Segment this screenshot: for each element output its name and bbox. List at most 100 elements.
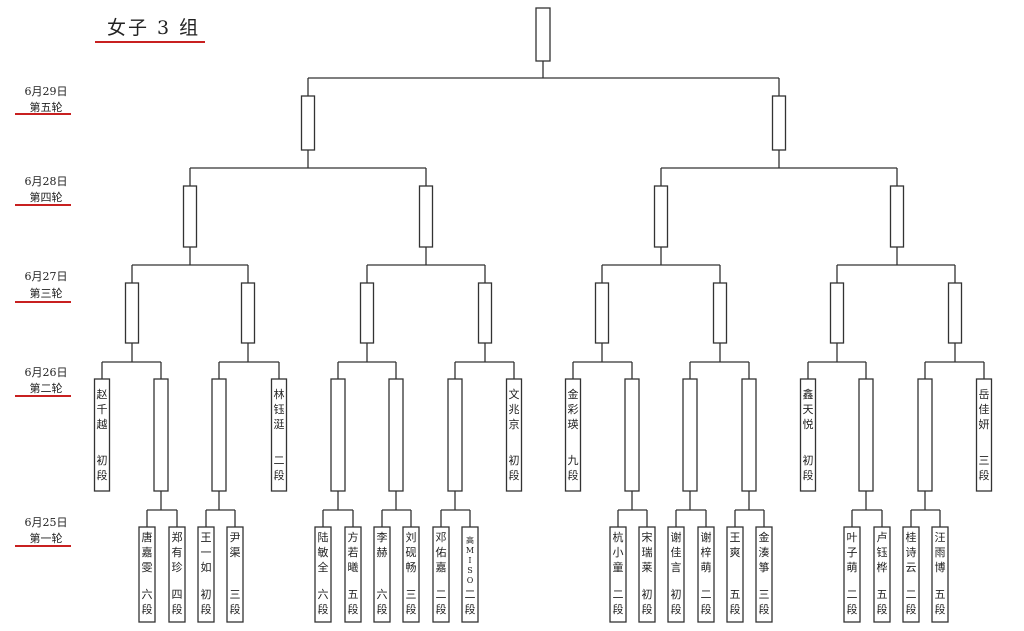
round1-player-name: 宋 [642,530,653,544]
round1-player-name: 爽 [730,546,741,559]
round1-player-rank: 五 [935,588,946,601]
round2-match-box [388,378,404,492]
round1-player-box [344,526,362,623]
round1-player-box [461,526,479,623]
round2-player-name: 悦 [803,417,814,431]
round2-player-name: 天 [803,403,814,416]
round3-match-box [477,282,493,344]
round1-player-name: 谢 [671,530,682,544]
round3-match-box [712,282,728,344]
round1-player-rank: 五 [348,588,359,601]
round1-player-rank: 段 [230,602,241,616]
round1-player-name: 汪 [935,531,946,544]
round3-date: 6月27日 [24,270,68,283]
round1-player-name: 有 [172,545,183,559]
round1-player-name: 砚 [406,546,417,559]
round1-player-name: 湊 [759,545,770,559]
round2-player-name: 金 [568,387,579,401]
round1-player-name: 童 [613,560,624,574]
round2-player-name: 鑫 [803,387,814,401]
round1-player-name: 谢 [701,530,712,544]
round1-player-name: 佑 [436,545,447,559]
round1-player-name: 尹 [230,531,241,544]
round2-player-name: 岳 [979,388,990,401]
round1-player-name: 叶 [847,531,858,544]
round1-player-name: 佳 [671,545,682,559]
round4-date: 6月28日 [24,175,68,188]
round3-name: 第三轮 [29,287,63,300]
round1-player-rank: 段 [671,602,682,616]
round2-player-rank: 段 [274,468,285,482]
round1-player-name: 赫 [377,546,388,559]
round1-player-name: 钰 [877,546,888,559]
round2-player-rank: 段 [97,468,108,482]
round1-player-rank: 段 [172,602,183,616]
round3-underline [15,301,71,303]
round2-name: 第二轮 [29,382,63,395]
round1-player-rank: 二 [906,588,917,601]
round1-player-name: 小 [613,546,624,559]
round1-player-name: 雨 [935,546,946,559]
round1-player-name: M [466,546,474,555]
round1-player-name: 雯 [142,561,153,574]
round4-match-box [182,185,198,248]
round1-player-box [138,526,156,623]
round1-player-name: 珍 [172,561,183,574]
round2-player-name: 赵 [97,387,108,401]
round1-player-name: 杭 [613,530,624,544]
round1-player-rank: 段 [465,602,476,616]
round1-player-rank: 段 [701,602,712,616]
round1-player-name: 全 [318,560,329,574]
round2-match-box [682,378,698,492]
round4-match-box [418,185,434,248]
round1-player-rank: 段 [406,602,417,616]
round2-player-box [505,378,523,492]
round2-match-box [624,378,640,492]
round4-match-box [889,185,905,248]
round1-player-name: 李 [377,530,388,544]
round4-match-box [653,185,669,248]
round1-player-box [843,526,861,623]
round1-player-name: 莱 [642,561,653,574]
round2-player-rank: 初 [97,453,108,467]
title-underline [95,41,205,43]
round2-match-box [917,378,933,492]
round1-player-name: 郑 [172,530,183,544]
round3-match-box [240,282,256,344]
round2-player-name: 钰 [274,403,285,416]
round1-player-name: 畅 [406,560,417,574]
round2-player-name: 文 [509,387,520,401]
round1-player-rank: 五 [877,588,888,601]
round1-player-name: I [468,556,471,565]
round2-match-box [447,378,463,492]
round2-player-name: 佳 [979,402,990,416]
round1-player-box [609,526,627,623]
round1-player-box [902,526,920,623]
round1-player-box [373,526,391,623]
round1-player-rank: 四 [172,588,183,601]
round2-player-name: 瑛 [568,418,579,431]
round1-player-name: 卢 [877,531,888,544]
round5-date: 6月29日 [24,85,68,98]
round1-player-name: 高 [466,535,474,545]
round1-player-name: O [467,576,474,585]
round1-player-name: 刘 [406,531,417,544]
round1-underline [15,545,71,547]
round1-player-name: 嘉 [142,545,153,559]
round1-player-rank: 三 [759,588,770,601]
round1-player-rank: 五 [730,588,741,601]
round1-player-name: 桦 [877,560,888,574]
round1-player-name: 王 [201,531,212,544]
round1-player-box [168,526,186,623]
round1-player-name: 云 [906,561,917,574]
round2-match-box [330,378,346,492]
round1-player-name: S [467,566,472,575]
round1-player-rank: 段 [318,602,329,616]
round2-player-box [270,378,288,492]
round2-player-box [564,378,582,492]
round1-player-box [638,526,656,623]
round2-player-name: 京 [509,417,520,431]
round2-player-name: 林 [274,387,285,401]
round1-player-rank: 初 [642,587,653,601]
